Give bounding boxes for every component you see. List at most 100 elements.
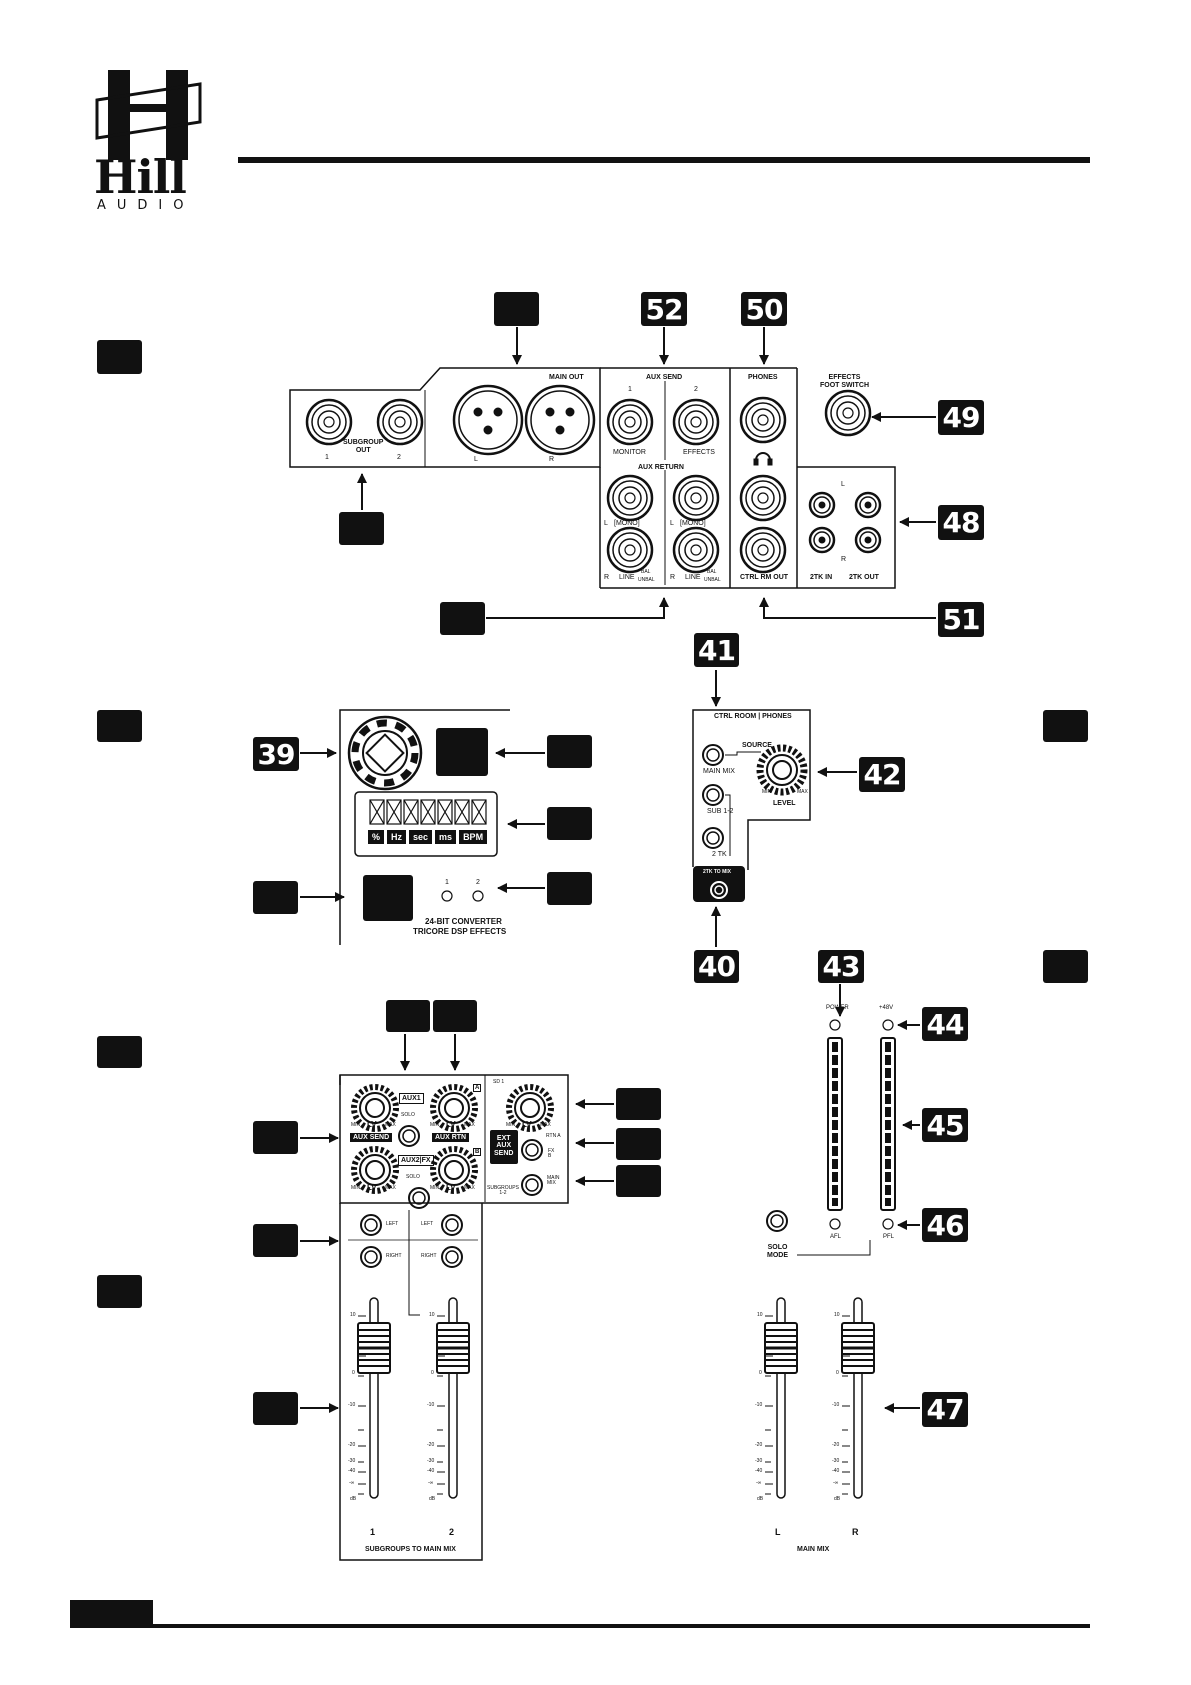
label-ext-aux-send: EXT AUX SEND	[494, 1135, 514, 1157]
label-knob-lv-3: LV	[367, 1183, 377, 1192]
label-main-l: L	[474, 456, 478, 463]
label-2tk-in: 2TK IN	[810, 574, 833, 581]
label-fader-ch2: 2	[449, 1527, 455, 1537]
label-tk-r: R	[841, 556, 847, 563]
label-line1: LINE	[619, 574, 635, 581]
label-knob-lv-5: LV	[522, 1120, 532, 1129]
label-knob-max-5: MAX	[540, 1122, 551, 1128]
scale-mr-db: dB	[834, 1496, 841, 1502]
label-dsp-ind1: 1	[445, 879, 449, 886]
callout-dsp-knob-right	[547, 735, 592, 768]
label-unbal2: UNBAL	[704, 577, 721, 583]
label-fader-r: R	[852, 1527, 859, 1537]
label-sub12-src: SUB 1-2	[707, 808, 734, 815]
scale-ml-m20: -20	[755, 1442, 763, 1448]
label-ret-l2: L	[670, 520, 674, 527]
label-left-2: LEFT	[421, 1221, 434, 1227]
label-sub1: 1	[325, 454, 329, 461]
callout-aux1-a	[386, 1000, 430, 1032]
callout-45: 45	[922, 1108, 968, 1142]
scale-ml-m40: -40	[755, 1468, 763, 1474]
callout-aux-strip-r2	[616, 1128, 661, 1160]
label-knob-min-4: MIN	[430, 1185, 440, 1191]
callout-aux-strip-r3	[616, 1165, 661, 1197]
scale-s2-db: dB	[429, 1496, 436, 1502]
label-2tk-src: 2 TK	[712, 851, 727, 858]
label-effects: EFFECTS	[683, 449, 715, 456]
callout-46: 46	[922, 1208, 968, 1242]
scale-s2-m10: -10	[427, 1402, 435, 1408]
label-knob-max-2: MAX	[464, 1122, 475, 1128]
label-main-r: R	[549, 456, 555, 463]
label-48v: +48V	[879, 1005, 894, 1011]
label-knob-lv-1: LV	[367, 1120, 377, 1129]
callout-43: 43	[818, 950, 864, 983]
scale-s1-db: dB	[350, 1496, 357, 1502]
label-knob-max-3: MAX	[385, 1185, 396, 1191]
label-left-1: LEFT	[386, 1221, 399, 1227]
callout-aux-strip-r1	[616, 1088, 661, 1120]
label-rtn-a-marker: A	[473, 1084, 482, 1092]
label-fader-ch1: 1	[370, 1527, 376, 1537]
label-rtn-a: RTN A	[546, 1133, 561, 1139]
label-aux-2: 2	[694, 386, 698, 393]
callout-main-out	[494, 292, 539, 326]
scale-mr-inf: -∞	[833, 1480, 839, 1486]
callout-52: 52	[641, 292, 687, 326]
label-right-1: RIGHT	[386, 1253, 402, 1259]
label-subgroups-strip: SUBGROUPS 1-2	[487, 1185, 519, 1196]
label-2tk-to-mix: 2TK TO MIX	[703, 869, 731, 875]
callout-50: 50	[741, 292, 787, 326]
label-aux-send: AUX SEND	[646, 374, 683, 381]
callout-blank-left-1	[97, 340, 142, 374]
scale-s1-0: 0	[352, 1370, 355, 1376]
scale-mr-m20: -20	[832, 1442, 840, 1448]
label-aux-1: 1	[628, 386, 632, 393]
label-foot-switch: EFFECTS FOOT SWITCH	[820, 374, 869, 390]
callout-subgroup-fader	[253, 1392, 298, 1425]
label-main-mix-src: MAIN MIX	[703, 768, 735, 775]
scale-ml-m30: -30	[755, 1458, 763, 1464]
scale-s2-m30: -30	[427, 1458, 435, 1464]
label-source: SOURCE	[742, 742, 772, 749]
label-tk-l: L	[841, 481, 845, 488]
label-ctrl-rm-out: CTRL RM OUT	[740, 574, 789, 581]
label-bal1: BAL	[641, 569, 651, 575]
label-pfl: PFL	[883, 1234, 895, 1240]
callout-40: 40	[694, 950, 739, 983]
label-tricore: TRICORE DSP EFFECTS	[413, 927, 507, 936]
callout-42: 42	[859, 757, 905, 792]
header-rule	[238, 157, 1090, 163]
label-power: POWER	[826, 1005, 849, 1011]
label-knob-max-4: MAX	[464, 1185, 475, 1191]
scale-ml-db: dB	[757, 1496, 764, 1502]
logo-sub: AUDIO	[97, 198, 195, 213]
label-bal2: BAL	[707, 569, 717, 575]
callout-blank-right-2	[1043, 950, 1088, 983]
label-knob-max-1: MAX	[385, 1122, 396, 1128]
label-aux-return: AUX RETURN	[638, 464, 684, 471]
scale-ml-10: 10	[757, 1312, 763, 1318]
label-2tk-out: 2TK OUT	[849, 574, 879, 581]
scale-s1-m40: -40	[348, 1468, 356, 1474]
label-solo-1: SOLO	[401, 1112, 415, 1118]
label-sd1: SD 1	[493, 1079, 505, 1085]
logo-brand: Hill	[94, 150, 187, 204]
label-main-mix-faders: MAIN MIX	[797, 1546, 830, 1553]
label-subgroups-to-main: SUBGROUPS TO MAIN MIX	[365, 1546, 456, 1553]
scale-s1-m10: -10	[348, 1402, 356, 1408]
label-knob-min-2: MIN	[430, 1122, 440, 1128]
scale-ml-0: 0	[759, 1370, 762, 1376]
unit-hz: Hz	[387, 830, 407, 844]
callout-blank-left-3	[97, 1036, 142, 1068]
scale-s2-inf: -∞	[428, 1480, 434, 1486]
callout-44: 44	[922, 1007, 968, 1041]
label-aux2fx: AUX2|FX	[398, 1155, 434, 1166]
callout-dsp-indicators	[547, 872, 592, 905]
label-ret-l1: L	[604, 520, 608, 527]
callout-subgroup-out	[339, 512, 384, 545]
scale-mr-m40: -40	[832, 1468, 840, 1474]
label-ctrl-room: CTRL ROOM | PHONES	[714, 713, 792, 720]
footer-rule	[70, 1624, 1090, 1628]
